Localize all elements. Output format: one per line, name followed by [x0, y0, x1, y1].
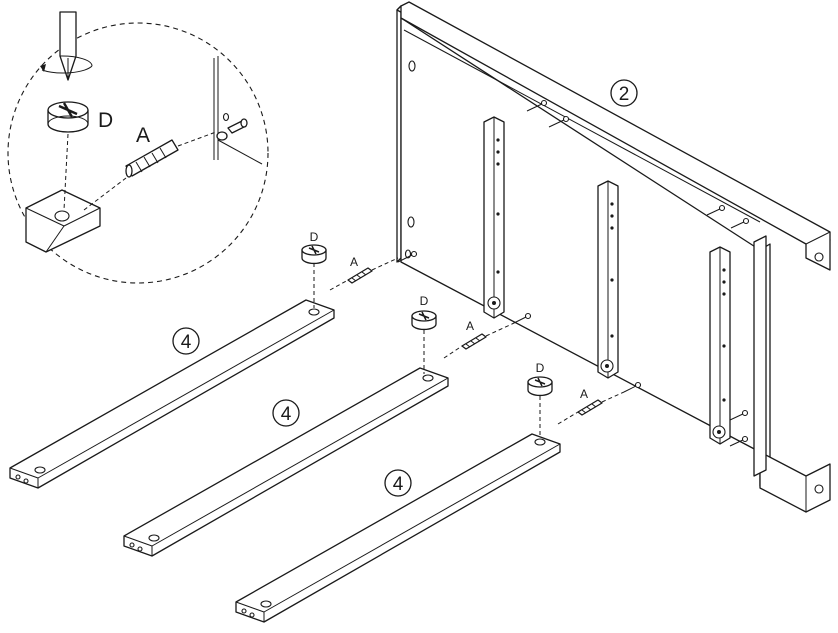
rail-cam-hole: [148, 534, 160, 542]
detail-rail-end: [25, 189, 101, 253]
panel-dowel-pins: [526, 99, 750, 447]
fastener-set: D A: [301, 230, 399, 308]
part-number-circle: [172, 327, 200, 355]
dowel: [461, 333, 487, 350]
rail-end-hole: [249, 612, 255, 618]
detail-cam-lock: [47, 101, 89, 133]
panel-part-number: 2: [619, 84, 630, 105]
cam-lock-label: D: [420, 294, 429, 308]
beam-end-hole: [814, 252, 824, 262]
part-number-circle: [272, 399, 300, 427]
bottom-beam-hole: [814, 484, 824, 494]
cam-lock-label: D: [536, 361, 545, 375]
rail: 4: [123, 367, 449, 557]
rail-end-hole: [137, 546, 143, 552]
part-number-circle: [384, 469, 412, 497]
rail-end-hole: [129, 542, 135, 548]
rail-part-number: 4: [393, 474, 404, 495]
rail-end-hole: [15, 474, 21, 480]
panel-top-beam: [400, 1, 831, 271]
rail-cam-hole: [534, 438, 546, 446]
detail-callout: D A: [7, 11, 269, 284]
detail-dowel: [125, 139, 179, 178]
cam-lock: [527, 376, 553, 397]
rail-end-hole: [241, 608, 247, 614]
fastener-set: D A: [527, 361, 642, 438]
dowel-label: A: [466, 319, 474, 333]
detail-pin: [216, 118, 248, 141]
panel-right-post: [753, 235, 767, 477]
rail: 4: [9, 299, 335, 489]
rail-cam-hole: [34, 466, 46, 474]
dowel-label: A: [580, 387, 588, 401]
rail-cam-hole: [308, 308, 320, 316]
rail-end-hole: [23, 478, 29, 484]
rail-cam-hole: [260, 600, 272, 608]
rail-part-number: 4: [181, 332, 192, 353]
dowel-label: A: [350, 255, 358, 269]
rail-cam-hole: [422, 374, 434, 382]
fastener-set: D A: [397, 250, 532, 374]
drawer-slide: [483, 116, 505, 319]
detail-dowel-label: A: [136, 124, 150, 147]
rail-part-number: 4: [281, 404, 292, 425]
panel-bottom-beam: [759, 451, 831, 513]
rail: 4: [235, 433, 561, 623]
screwdriver-icon: [40, 11, 93, 81]
face-hole: [408, 60, 416, 72]
dowel: [347, 267, 373, 284]
face-hole: [407, 216, 415, 228]
cam-lock: [301, 244, 327, 265]
part-number-circle: [610, 79, 638, 107]
cam-lock-label: D: [310, 230, 319, 244]
back-panel: 2: [396, 1, 831, 513]
drawer-slide: [709, 246, 731, 445]
detail-cam-lock-label: D: [98, 109, 113, 132]
cam-lock: [411, 310, 437, 331]
dowel: [577, 399, 603, 416]
drawer-slide: [597, 180, 619, 379]
